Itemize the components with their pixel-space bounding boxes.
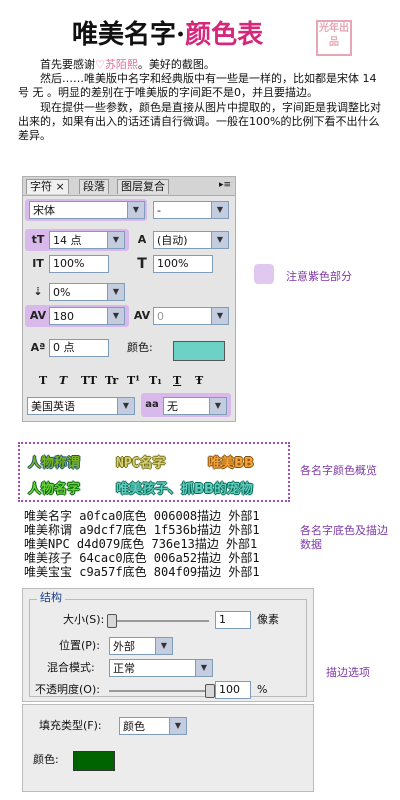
intro-p2: 然后……唯美版中名字和经典版中有一些是一样的，比如都是宋体 14号 无 。明显的…: [18, 72, 377, 99]
vertical-scale-field[interactable]: 100%: [49, 255, 109, 273]
chevron-down-icon: ▼: [107, 308, 124, 324]
opacity-label: 不透明度(O):: [35, 683, 100, 696]
stroke-structure-panel: 结构 大小(S): 1 像素 位置(P): 外部▼ 混合模式: 正常▼ 不透明度…: [22, 588, 314, 702]
chevron-down-icon: ▼: [107, 232, 124, 248]
name-sample: 唯美孩子、抓BB的宠物: [116, 482, 253, 497]
panel-menu-icon[interactable]: ▸≡: [218, 180, 231, 190]
vertical-scale-icon: IT: [32, 257, 44, 270]
size-slider[interactable]: [109, 620, 209, 622]
names-overview: 人物称谓 NPC名字 唯美BB 人物名字 唯美孩子、抓BB的宠物: [18, 442, 290, 502]
title-accent: 颜色表: [185, 20, 264, 50]
superscript-button[interactable]: T¹: [127, 374, 141, 387]
subscript-button[interactable]: T₁: [149, 374, 163, 387]
table-row: 唯美孩子 64cac0底色 006a52描边 外部1: [24, 551, 260, 565]
position-label: 位置(P):: [59, 639, 100, 652]
purple-legend-swatch: [254, 264, 274, 284]
opacity-field[interactable]: 100: [215, 681, 251, 699]
character-panel: 字符 × 段落 图层复合 ▸≡ 宋体▼ -▼ tT 14 点▼ A (自动)▼ …: [22, 176, 236, 422]
tab-close-icon[interactable]: ×: [55, 180, 65, 193]
table-row: 唯美宝宝 c9a57f底色 804f09描边 外部1: [24, 565, 260, 579]
note-data: 各名字底色及描边数据: [300, 524, 388, 551]
chevron-down-icon: ▼: [169, 718, 186, 734]
chevron-down-icon: ▼: [155, 638, 172, 654]
note-overview: 各名字颜色概览: [300, 464, 377, 477]
name-sample: NPC名字: [116, 456, 166, 471]
tsume-select[interactable]: 0%▼: [49, 283, 125, 301]
table-row: 唯美名字 a0fca0底色 006008描边 外部1: [24, 509, 260, 523]
tsume-icon: ⇣: [33, 285, 43, 298]
position-select[interactable]: 外部▼: [109, 637, 173, 655]
table-row: 唯美称谓 a9dcf7底色 1f536b描边 外部1: [24, 523, 260, 537]
size-slider-handle[interactable]: [107, 614, 117, 628]
horizontal-scale-field[interactable]: 100%: [153, 255, 213, 273]
fill-color-swatch[interactable]: [73, 751, 115, 771]
font-style-select[interactable]: -▼: [153, 201, 229, 219]
tracking-select[interactable]: 180▼: [49, 307, 125, 325]
blend-mode-label: 混合模式:: [47, 661, 95, 674]
chevron-down-icon: ▼: [209, 398, 226, 414]
chevron-down-icon: ▼: [117, 398, 134, 414]
opacity-slider[interactable]: [109, 690, 209, 692]
chevron-down-icon: ▼: [127, 202, 144, 218]
chevron-down-icon: ▼: [211, 202, 228, 218]
name-sample: 唯美BB: [208, 456, 254, 471]
leading-select[interactable]: (自动)▼: [153, 231, 229, 249]
chevron-down-icon: ▼: [211, 308, 228, 324]
kerning-icon: AV: [133, 309, 151, 322]
chevron-down-icon: ▼: [211, 232, 228, 248]
leading-icon: A: [137, 233, 147, 246]
intro-p3: 现在提供一些参数，颜色是直接从图片中提取的，字间距是我调整比对出来的，如果有出入…: [18, 101, 381, 142]
baseline-shift-icon: Aª: [30, 341, 46, 354]
font-family-select[interactable]: 宋体▼: [29, 201, 145, 219]
text-color-swatch[interactable]: [173, 341, 225, 361]
tab-character[interactable]: 字符 ×: [26, 179, 69, 194]
intro-text: 首先要感谢♡苏陌熙。美好的截图。 然后……唯美版中名字和经典版中有一些是一样的，…: [18, 58, 384, 143]
section-title: 结构: [37, 589, 65, 607]
name-sample: 人物称谓: [28, 456, 81, 471]
antialias-icon: aa: [145, 399, 159, 410]
baseline-shift-field[interactable]: 0 点: [49, 339, 109, 357]
color-label: 颜色:: [127, 341, 153, 354]
format-buttons: T T TT Tr T¹ T₁ T Ŧ: [35, 374, 225, 390]
tab-layer-comps[interactable]: 图层复合: [117, 179, 169, 194]
opacity-unit: %: [257, 683, 268, 696]
size-field[interactable]: 1: [215, 611, 251, 629]
strikethrough-button[interactable]: Ŧ: [195, 374, 204, 387]
fill-type-select[interactable]: 颜色▼: [119, 717, 187, 735]
language-select[interactable]: 美国英语▼: [27, 397, 135, 415]
name-sample: 人物名字: [28, 482, 81, 497]
size-label: 大小(S):: [63, 613, 105, 626]
blend-mode-select[interactable]: 正常▼: [109, 659, 213, 677]
structure-group: [29, 599, 307, 697]
note-purple: 注意紫色部分: [286, 270, 352, 283]
opacity-slider-handle[interactable]: [205, 684, 215, 698]
page-title: 唯美名字·颜色表: [72, 14, 263, 51]
small-caps-button[interactable]: Tr: [105, 374, 119, 387]
note-stroke-options: 描边选项: [326, 666, 370, 679]
size-unit: 像素: [257, 613, 279, 626]
font-size-icon: tT: [31, 233, 45, 246]
faux-bold-button[interactable]: T: [39, 374, 48, 387]
fill-color-label: 颜色:: [33, 753, 59, 766]
underline-button[interactable]: T: [173, 374, 182, 387]
title-main: 唯美名字·: [72, 20, 186, 50]
fill-type-panel: 填充类型(F): 颜色▼ 颜色:: [22, 704, 314, 792]
fill-type-label: 填充类型(F):: [39, 719, 102, 732]
kerning-select[interactable]: 0▼: [153, 307, 229, 325]
all-caps-button[interactable]: TT: [81, 374, 97, 387]
tab-paragraph[interactable]: 段落: [79, 179, 109, 194]
table-row: 唯美NPC d4d079底色 736e13描边 外部1: [24, 537, 258, 551]
intro-p1: 首先要感谢♡苏陌熙。美好的截图。: [40, 58, 215, 71]
tracking-icon: AV: [29, 309, 47, 322]
font-size-select[interactable]: 14 点▼: [49, 231, 125, 249]
panel-tabs: 字符 × 段落 图层复合 ▸≡: [23, 177, 235, 196]
chevron-down-icon: ▼: [107, 284, 124, 300]
faux-italic-button[interactable]: T: [59, 374, 68, 387]
horizontal-scale-icon: T: [137, 256, 147, 272]
seal-stamp: 光年出品: [316, 20, 352, 56]
chevron-down-icon: ▼: [195, 660, 212, 676]
antialias-select[interactable]: 无▼: [163, 397, 227, 415]
